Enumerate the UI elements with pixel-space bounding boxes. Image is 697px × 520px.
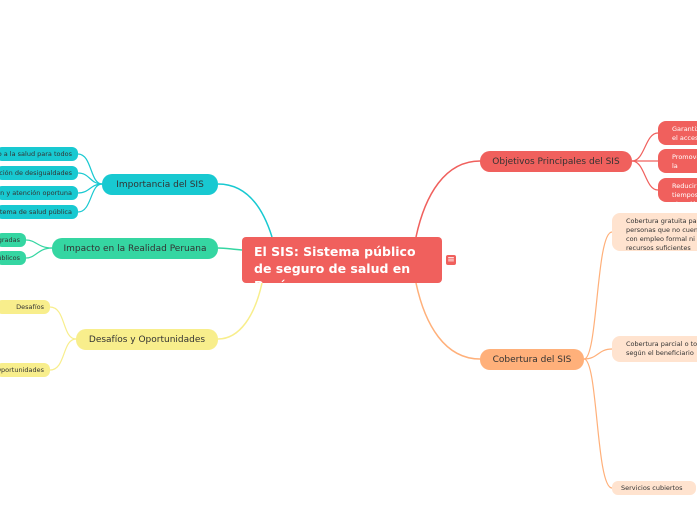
- link-root-objetivos: [415, 160, 481, 238]
- subtopic-label: Servicios cubiertos: [621, 484, 683, 492]
- subtopic-label: Cobertura gratuita para personas que no …: [626, 217, 697, 251]
- subtopic-objetivos-3[interactable]: Reducir los tiempos de atención: [658, 178, 697, 202]
- topic-importancia[interactable]: Importancia del SIS: [102, 174, 218, 195]
- subtopic-label: Promover la prevención de salud: [672, 153, 697, 173]
- subtopic-label: Garantizar el acceso a recursos: [672, 125, 697, 145]
- notes-icon[interactable]: ≡: [446, 255, 456, 265]
- subtopic-label: Reducir los tiempos de atención: [672, 182, 697, 202]
- subtopic-objetivos-2[interactable]: Promover la prevención de salud: [658, 149, 697, 173]
- topic-cobertura[interactable]: Cobertura del SIS: [480, 349, 584, 370]
- topic-impacto-label: Impacto en la Realidad Peruana: [63, 243, 207, 254]
- subtopic-importancia-3[interactable]: Prevención y atención oportuna: [0, 186, 78, 200]
- topic-desafios[interactable]: Desafíos y Oportunidades: [76, 329, 218, 350]
- subtopic-cobertura-1[interactable]: Cobertura gratuita para personas que no …: [612, 213, 697, 251]
- subtopic-impacto-2[interactable]: Retos públicos: [0, 251, 26, 265]
- subtopic-importancia-4[interactable]: Fortalecimiento del sistema de salud púb…: [0, 205, 78, 219]
- subtopic-desafios-2[interactable]: Oportunidades: [0, 363, 50, 377]
- subtopic-desafios-1[interactable]: Desafíos: [0, 300, 50, 314]
- subtopic-label: Cobertura parcial o total según el benef…: [626, 340, 697, 357]
- subtopic-cobertura-3[interactable]: Servicios cubiertos: [612, 481, 696, 495]
- subtopic-objetivos-1[interactable]: Garantizar el acceso a recursos: [658, 121, 697, 145]
- link-root-cobertura: [415, 282, 481, 360]
- link-root-impacto: [217, 247, 243, 251]
- central-topic-label: El SIS: Sistema público de seguro de sal…: [254, 244, 416, 283]
- subtopic-label: Retos públicos: [0, 254, 20, 262]
- subtopic-cobertura-2[interactable]: Cobertura parcial o total según el benef…: [612, 336, 697, 362]
- link-root-desafios: [217, 282, 263, 340]
- subtopic-impacto-1[interactable]: Mejoras logradas: [0, 233, 26, 247]
- link-root-importancia: [217, 183, 273, 238]
- topic-objetivos-label: Objetivos Principales del SIS: [492, 156, 620, 167]
- topic-impacto[interactable]: Impacto en la Realidad Peruana: [52, 238, 218, 259]
- central-topic[interactable]: El SIS: Sistema público de seguro de sal…: [242, 237, 442, 283]
- subtopic-importancia-2[interactable]: Reducción de desigualdades: [0, 166, 78, 180]
- topic-desafios-label: Desafíos y Oportunidades: [88, 334, 206, 345]
- subtopic-label: Oportunidades: [0, 366, 44, 374]
- subtopic-label: Reducción de desigualdades: [0, 169, 72, 177]
- subtopic-label: Fortalecimiento del sistema de salud púb…: [0, 208, 72, 216]
- subtopic-label: Mejoras logradas: [0, 236, 20, 244]
- topic-cobertura-label: Cobertura del SIS: [492, 354, 572, 365]
- subtopic-importancia-1[interactable]: Acceso a la salud para todos: [0, 147, 78, 161]
- subtopic-label: Prevención y atención oportuna: [0, 189, 72, 197]
- subtopic-label: Acceso a la salud para todos: [0, 150, 72, 158]
- topic-objetivos[interactable]: Objetivos Principales del SIS: [480, 151, 632, 172]
- subtopic-label: Desafíos: [16, 303, 44, 311]
- topic-importancia-label: Importancia del SIS: [116, 179, 204, 190]
